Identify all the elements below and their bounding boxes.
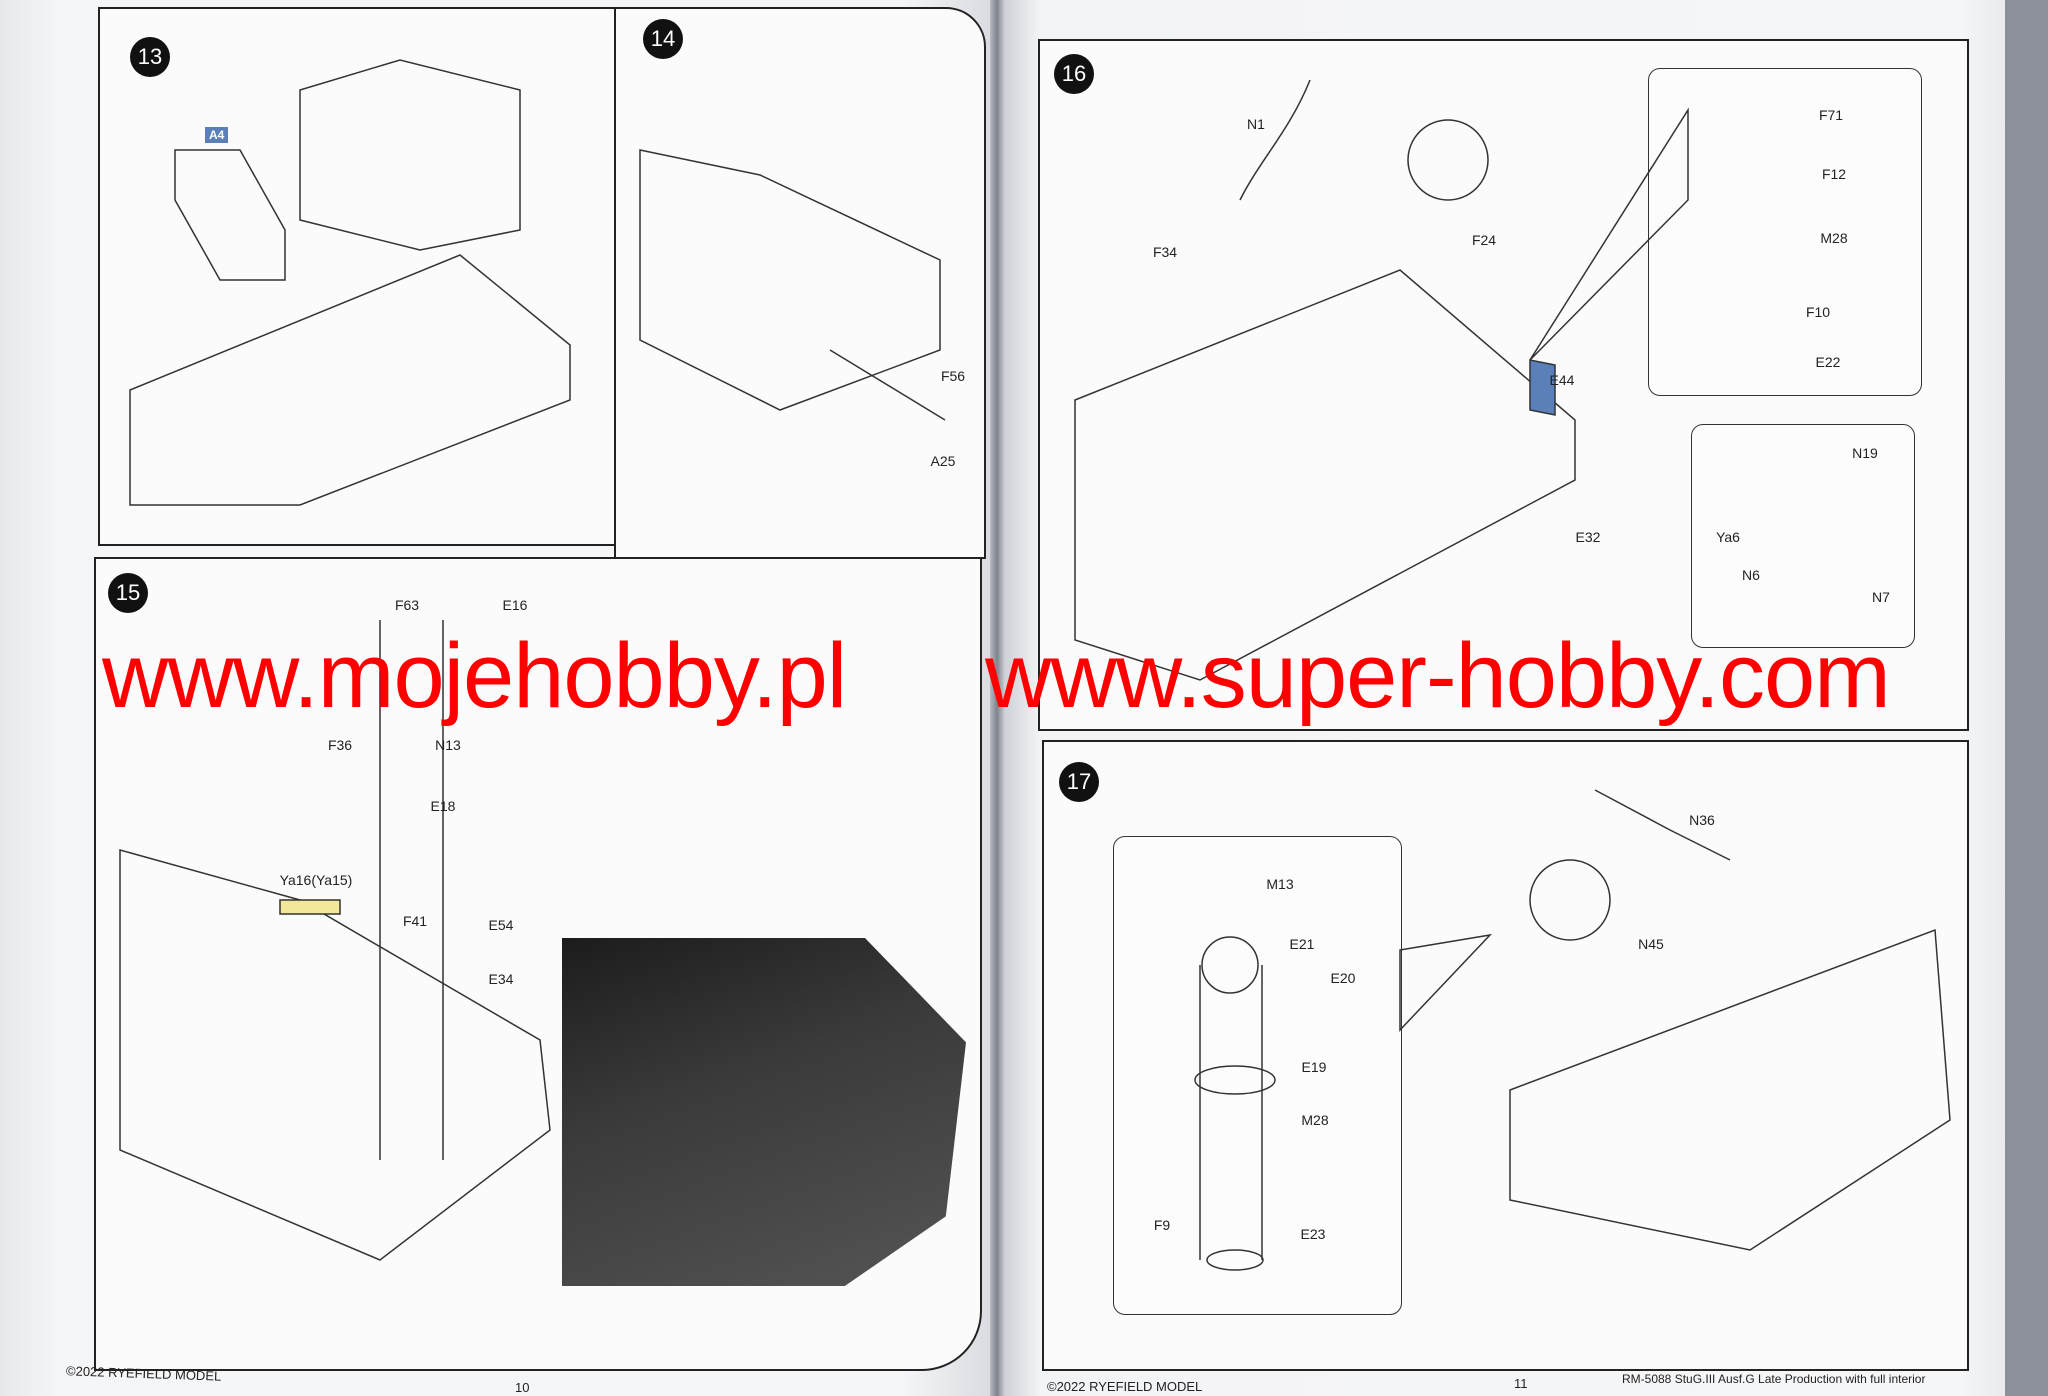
step-17-number: 17 — [1059, 762, 1099, 802]
part-label: E54 — [488, 917, 514, 933]
part-label: N45 — [1638, 936, 1664, 952]
part-label: M28 — [1820, 230, 1848, 246]
part-label: E19 — [1301, 1059, 1327, 1075]
part-label: N1 — [1247, 116, 1265, 132]
part-label: F36 — [327, 737, 353, 753]
part-label: N13 — [435, 737, 461, 753]
part-label: E22 — [1815, 354, 1841, 370]
part-label: E18 — [430, 798, 456, 814]
part-label: E20 — [1330, 970, 1356, 986]
part-label: N19 — [1852, 445, 1878, 461]
part-label: Ya16(Ya15) — [279, 872, 353, 888]
part-label: F10 — [1805, 304, 1831, 320]
part-label: M13 — [1266, 876, 1294, 892]
part-label: Ya6 — [1716, 529, 1740, 545]
right-footer-title: RM-5088 StuG.III Ausf.G Late Production … — [1622, 1372, 1926, 1386]
part-label: E44 — [1549, 372, 1575, 388]
part-label: E32 — [1575, 529, 1601, 545]
step-14-number: 14 — [643, 19, 683, 59]
part-label: F24 — [1471, 232, 1497, 248]
step-16-inset-wheel — [1648, 68, 1922, 396]
step-15-render-photo — [562, 938, 966, 1286]
part-label: F9 — [1153, 1217, 1171, 1233]
part-label: E23 — [1300, 1226, 1326, 1242]
step-16-number: 16 — [1054, 54, 1094, 94]
step-13-number: 13 — [130, 37, 170, 77]
book-gutter — [990, 0, 1004, 1396]
part-label: A25 — [930, 453, 956, 469]
part-label: F41 — [402, 913, 428, 929]
step-17-inset-wheel — [1113, 836, 1402, 1315]
part-label: F63 — [394, 597, 420, 613]
step-15-number: 15 — [108, 573, 148, 613]
step-13-panel — [98, 7, 618, 546]
watermark-mojehobby: www.mojehobby.pl — [102, 625, 847, 727]
watermark-superhobby: www.super-hobby.com — [985, 625, 1891, 727]
right-footer-copyright: ©2022 RYEFIELD MODEL — [1047, 1379, 1203, 1394]
part-label: E16 — [502, 597, 528, 613]
page-edge — [2005, 0, 2048, 1396]
part-label: F12 — [1821, 166, 1847, 182]
part-label: F34 — [1152, 244, 1178, 260]
part-label: N7 — [1872, 589, 1890, 605]
part-label: E34 — [488, 971, 514, 987]
part-label: F56 — [940, 368, 966, 384]
part-label: N6 — [1742, 567, 1760, 583]
left-page-number: 10 — [515, 1380, 530, 1395]
part-label: F71 — [1818, 107, 1844, 123]
part-label: N36 — [1689, 812, 1715, 828]
right-page-number: 11 — [1514, 1376, 1528, 1391]
part-label: M28 — [1301, 1112, 1329, 1128]
step-14-panel — [614, 7, 986, 559]
part-label: E21 — [1289, 936, 1315, 952]
part-label-a4: A4 — [205, 127, 229, 143]
step-16-inset-seat — [1691, 424, 1915, 648]
